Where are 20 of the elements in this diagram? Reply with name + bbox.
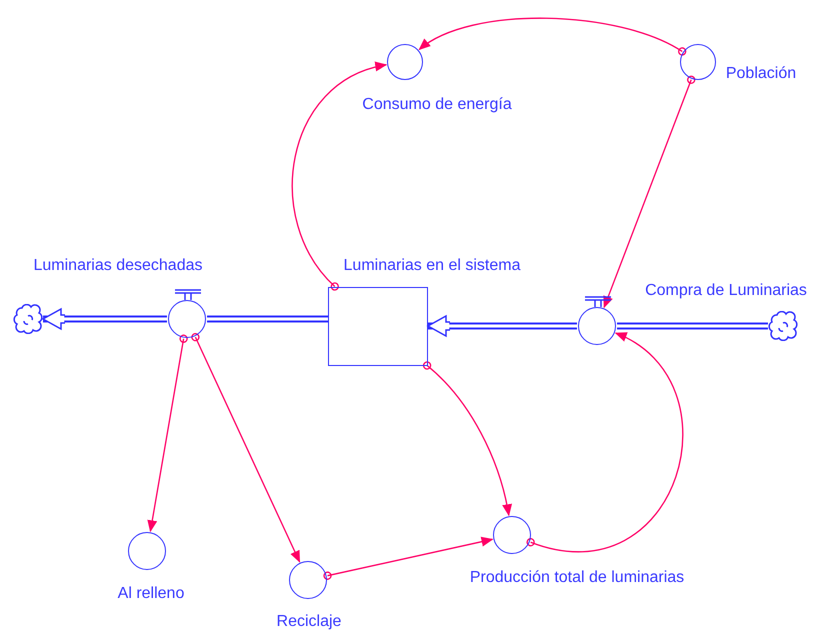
variable-label: Población bbox=[726, 65, 796, 83]
flow-pipe bbox=[42, 308, 167, 330]
variable-label: Reciclaje bbox=[276, 613, 342, 631]
link-arrow bbox=[147, 334, 188, 532]
link-arrow bbox=[422, 361, 512, 516]
variable-label: Luminarias desechadas bbox=[34, 257, 202, 275]
link-arrow bbox=[418, 18, 686, 56]
variable-label: Al relleno bbox=[118, 585, 184, 603]
variable-label: Producción total de luminarias bbox=[470, 569, 684, 587]
variable-label: Compra de Luminarias bbox=[645, 282, 807, 300]
link-arrow bbox=[603, 76, 696, 308]
variable-label: Consumo de energía bbox=[362, 96, 512, 114]
link-arrow bbox=[191, 333, 300, 563]
flow-pipe bbox=[427, 315, 577, 337]
link-arrow bbox=[526, 332, 683, 552]
flow-pipe bbox=[617, 322, 768, 330]
link-arrow bbox=[292, 62, 388, 291]
link-arrow bbox=[323, 536, 494, 580]
variable-label: Luminarias en el sistema bbox=[344, 257, 520, 275]
flow-pipe bbox=[207, 316, 328, 322]
